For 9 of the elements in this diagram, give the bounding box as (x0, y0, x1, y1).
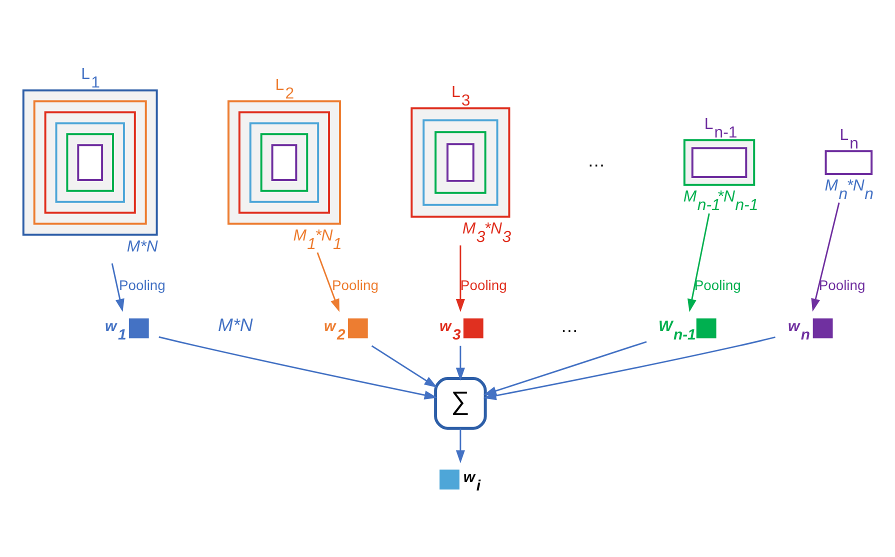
edge-label: Pooling (818, 276, 866, 293)
label: … (560, 316, 578, 336)
edge-label: Pooling (118, 276, 166, 293)
node-label: M*N (126, 238, 158, 255)
label: … (587, 150, 606, 170)
label: M*N (218, 314, 253, 335)
edge-label: Pooling (694, 276, 741, 293)
edge-label: Pooling (332, 276, 378, 293)
edge-label: Pooling (460, 276, 507, 293)
